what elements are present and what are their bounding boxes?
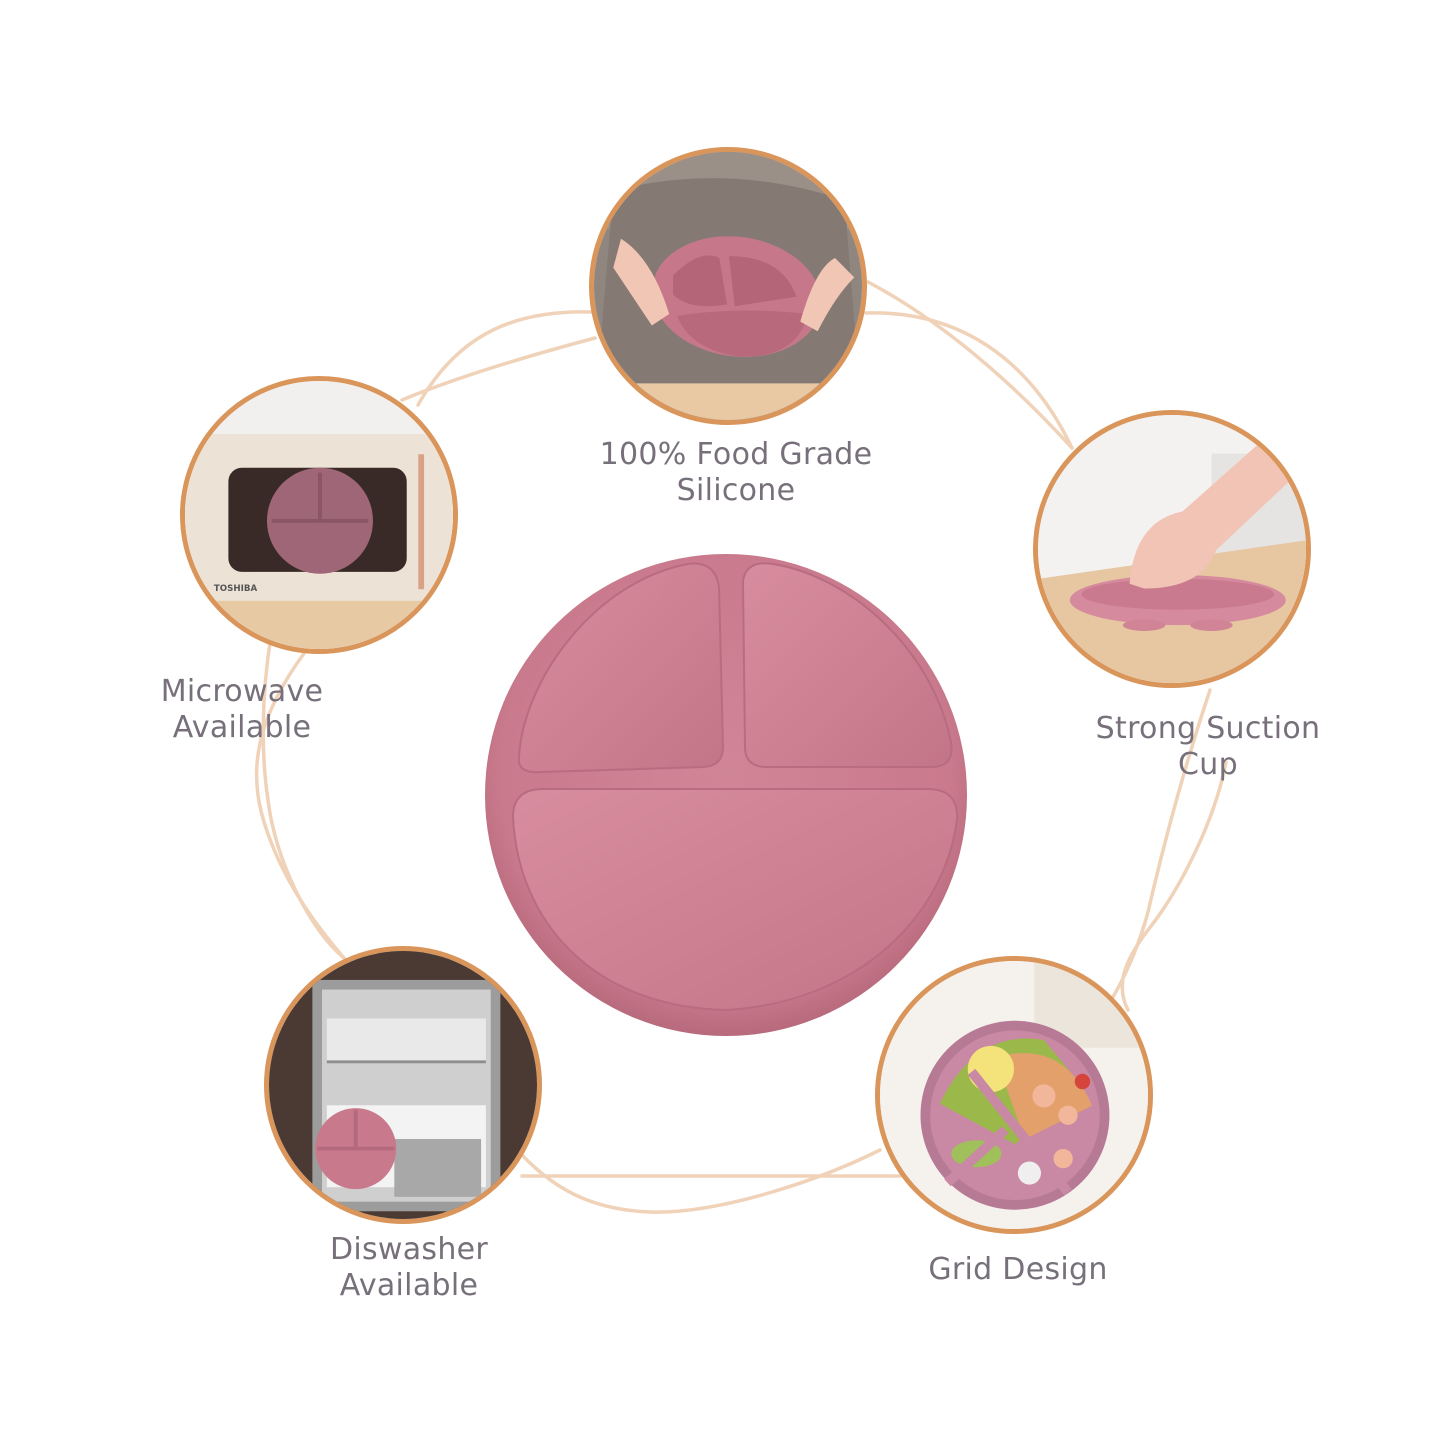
feature-dishwasher-label: Diswasher Available bbox=[330, 1232, 488, 1304]
feature-dishwasher-photo bbox=[264, 946, 542, 1224]
hands-holding-plate-illustration bbox=[594, 152, 862, 420]
feature-microwave-label: Microwave Available bbox=[161, 674, 324, 746]
compartment-top-left bbox=[517, 562, 725, 774]
compartment-bottom bbox=[511, 788, 959, 1012]
feature-microwave-photo: TOSHIBA bbox=[180, 376, 458, 654]
dishwasher-illustration bbox=[269, 951, 537, 1219]
feature-title-line2: Available bbox=[339, 1268, 479, 1303]
feature-title-line1: Strong Suction bbox=[1095, 711, 1321, 746]
feature-title-line1: Grid Design bbox=[928, 1252, 1108, 1287]
microwave-illustration: TOSHIBA bbox=[185, 381, 453, 649]
central-divided-plate bbox=[485, 554, 967, 1036]
feature-title-line1: Diswasher bbox=[329, 1232, 489, 1267]
compartment-top-right bbox=[741, 562, 953, 768]
feature-title-line2: Available bbox=[172, 710, 312, 745]
feature-title-line1: 100% Food Grade bbox=[599, 437, 873, 472]
hand-pressing-plate-illustration bbox=[1038, 415, 1306, 683]
feature-title-line1: Microwave bbox=[160, 674, 324, 709]
feature-suction-photo bbox=[1033, 410, 1311, 688]
svg-text:TOSHIBA: TOSHIBA bbox=[214, 584, 258, 594]
plate-with-salad-illustration bbox=[880, 961, 1148, 1229]
feature-grid-photo bbox=[875, 956, 1153, 1234]
feature-food-grade-photo bbox=[589, 147, 867, 425]
feature-suction-label: Strong Suction Cup bbox=[1096, 711, 1321, 783]
feature-grid-label: Grid Design bbox=[928, 1252, 1107, 1288]
feature-food-grade-label: 100% Food Grade Silicone bbox=[600, 437, 873, 509]
feature-title-line2: Silicone bbox=[676, 473, 796, 508]
feature-title-line2: Cup bbox=[1178, 747, 1238, 782]
